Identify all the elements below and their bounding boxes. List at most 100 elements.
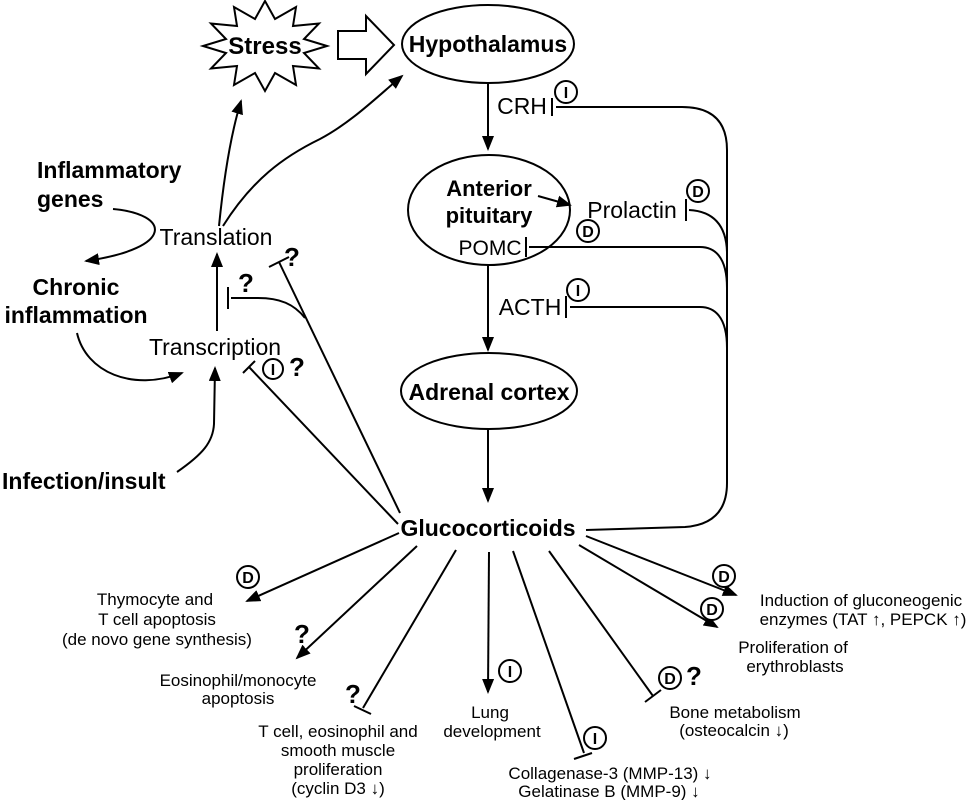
glucocorticoid-to-translation-inhibition-line	[278, 261, 401, 514]
question-mark-proliferation: ?	[345, 679, 361, 709]
effect-thymocyte-label-line-3: (de novo gene synthesis)	[62, 630, 252, 649]
effect-bone-label-line-1: Bone metabolism	[669, 703, 800, 722]
i-badge-collagenase: I	[583, 726, 607, 750]
d-badge-circle	[712, 564, 736, 588]
i-badge-letter: I	[271, 362, 275, 379]
chronic-to-transcription-arrow	[76, 332, 184, 384]
adrenal-cortex-label: Adrenal cortex	[408, 379, 569, 405]
effect-eosinophil-label-line-1: Eosinophil/monocyte	[160, 671, 317, 690]
d-badge-thymocyte: D	[236, 565, 260, 589]
stress-starburst	[199, 0, 331, 94]
d-badge-erythroblast: D	[700, 597, 724, 621]
effect-erythroblast-label-line-2: erythroblasts	[746, 657, 843, 676]
i-badge-circle	[554, 80, 578, 104]
inflammatory-genes-to-chronic-arrow	[84, 208, 156, 266]
i-badge-letter: I	[593, 731, 597, 748]
d-badge-letter: D	[664, 671, 676, 688]
d-badge-letter: D	[692, 184, 704, 201]
chronic-inflammation-label-line-2: inflammation	[4, 302, 147, 328]
glucocorticoid-branch-inhibition-line	[231, 297, 306, 319]
d-badge-prolactin: D	[686, 179, 710, 203]
glucocorticoid-to-lung-arrow	[482, 551, 495, 694]
d-badge-bone: D	[658, 666, 682, 690]
pomc-label: POMC	[459, 237, 522, 260]
transcription-label: Transcription	[149, 334, 281, 360]
anterior-pituitary-label-line-1: Anterior	[446, 176, 532, 201]
i-badge-circle	[583, 726, 607, 750]
glucocorticoid-feedback-trunk-line	[556, 106, 728, 531]
d-badge-circle	[576, 219, 600, 243]
inflammatory-genes-label-line-1: Inflammatory	[37, 157, 182, 183]
i-badge-letter: I	[576, 283, 580, 300]
infection-insult-label: Infection/insult	[2, 468, 166, 494]
effect-lung-label-line-2: development	[443, 722, 541, 741]
effect-collagenase-label-line-1: Collagenase-3 (MMP-13) ↓	[508, 764, 711, 783]
effect-erythroblast-label-line-1: Proliferation of	[738, 638, 848, 657]
crh-label: CRH	[497, 93, 547, 119]
chronic-inflammation-label-line-1: Chronic	[33, 274, 120, 300]
hypothalamus-label: Hypothalamus	[409, 31, 567, 57]
d-badge-gluconeogenic: D	[712, 564, 736, 588]
glucocorticoid-to-bone-inhibition-line	[548, 550, 654, 697]
transcription-inhibition-tick	[242, 360, 256, 374]
i-badge-letter: I	[508, 664, 512, 681]
effect-proliferation-label-line-2: smooth muscle	[281, 741, 395, 760]
inflammatory-genes-label-line-2: genes	[37, 186, 103, 212]
d-badge-circle	[658, 666, 682, 690]
i-badge-lung: I	[498, 659, 522, 683]
i-badge-circle	[498, 659, 522, 683]
bone-inhibition-tick	[644, 689, 662, 703]
d-badge-circle	[236, 565, 260, 589]
d-badge-letter: D	[242, 570, 254, 587]
effect-lung-label-line-1: Lung	[471, 703, 509, 722]
effect-gluconeogenic-label-line-2: enzymes (TAT ↑, PEPCK ↑)	[760, 610, 967, 629]
effect-thymocyte-label-line-2: T cell apoptosis	[98, 610, 216, 629]
stress-label: Stress	[228, 33, 301, 60]
glucocorticoids-label: Glucocorticoids	[400, 515, 575, 541]
acth-feedback-line	[570, 306, 728, 349]
effect-eosinophil-label-line-2: apoptosis	[202, 689, 275, 708]
prolactin-label: Prolactin	[587, 197, 676, 223]
stress-to-hypothalamus-block-arrow	[337, 13, 396, 77]
proliferation-inhibition-tick	[353, 705, 372, 715]
acth-label: ACTH	[499, 294, 562, 320]
question-mark-translation: ?	[284, 242, 300, 272]
d-badge-circle	[686, 179, 710, 203]
d-badge-letter: D	[718, 569, 730, 586]
translation-to-stress-arrow	[218, 99, 243, 227]
question-mark-branch: ?	[238, 268, 254, 298]
effect-thymocyte-label-line-1: Thymocyte and	[97, 590, 213, 609]
prolactin-feedback-line	[688, 209, 728, 253]
d-badge-pomc: D	[576, 219, 600, 243]
i-badge-acth: I	[566, 278, 590, 302]
i-badge-circle	[566, 278, 590, 302]
glucocorticoid-to-thymocyte-arrow	[245, 532, 400, 602]
effect-collagenase-label-line-2: Gelatinase B (MMP-9) ↓	[518, 782, 699, 800]
glucocorticoid-to-erythroblast-arrow	[578, 544, 719, 629]
glucocorticoid-to-proliferation-inhibition-line	[362, 549, 457, 709]
glucocorticoid-to-transcription-inhibition-line	[248, 366, 399, 525]
anterior-pituitary-label-line-2: pituitary	[446, 203, 534, 228]
d-badge-letter: D	[582, 224, 594, 241]
effect-proliferation-label-line-3: proliferation	[294, 760, 383, 779]
translation-label: Translation	[160, 224, 273, 250]
infection-to-transcription-arrow	[176, 366, 221, 473]
d-badge-letter: D	[706, 602, 718, 619]
i-badge-crh: I	[554, 80, 578, 104]
i-badge-letter: I	[564, 85, 568, 102]
pomc-feedback-line	[529, 246, 728, 289]
effect-proliferation-label-line-1: T cell, eosinophil and	[258, 722, 417, 741]
effect-gluconeogenic-label-line-1: Induction of gluconeogenic	[760, 591, 963, 610]
translation-inhibition-tick	[268, 256, 290, 268]
translation-to-hypothalamus-arrow	[222, 74, 404, 227]
i-badge-circle	[262, 358, 284, 380]
glucocorticoid-to-collagenase-inhibition-line	[512, 550, 585, 754]
question-mark-eosinophil: ?	[294, 619, 310, 649]
effect-bone-label-line-2: (osteocalcin ↓)	[679, 721, 789, 740]
i-badge-transcription: I	[262, 358, 284, 380]
glucocorticoid-to-gluconeogenic-arrow	[585, 535, 738, 596]
d-badge-circle	[700, 597, 724, 621]
collagenase-inhibition-tick	[573, 752, 593, 760]
